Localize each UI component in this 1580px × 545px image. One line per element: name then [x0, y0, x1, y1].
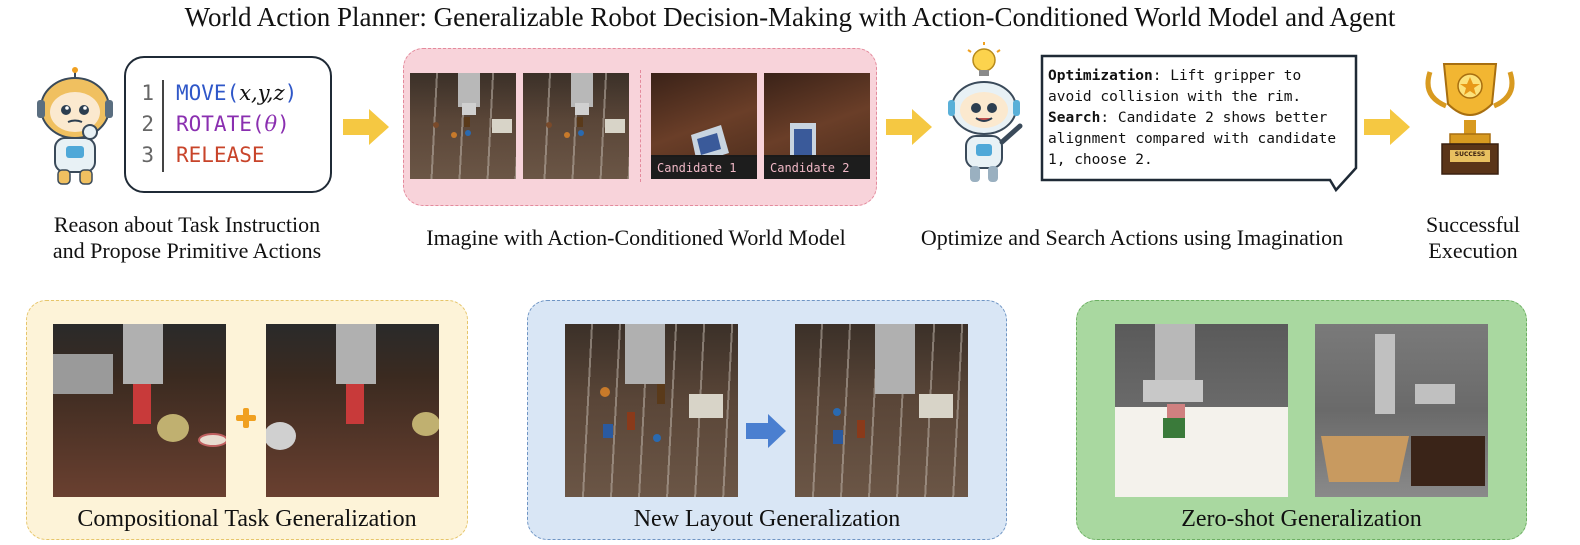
sim-frame-1 — [410, 73, 516, 179]
candidate-2-label: Candidate 2 — [764, 157, 870, 179]
optimization-label: Optimization — [1048, 68, 1153, 84]
candidate-2-frame: Candidate 2 — [764, 73, 870, 179]
trophy-icon — [1425, 63, 1515, 175]
robot-idea-icon — [948, 42, 1023, 182]
right-arrow-icon — [746, 414, 786, 448]
code-line-move: MOVE(x,y,z) — [176, 81, 298, 105]
lightbulb-icon — [967, 42, 1001, 76]
agent-reasoning-text: Optimization: Lift gripper to avoid coll… — [1048, 66, 1348, 171]
caption-zeroshot: Zero-shot Generalization — [1181, 506, 1422, 532]
sim-frame-2 — [523, 73, 629, 179]
code-line-release: RELEASE — [176, 143, 265, 167]
right-arrow-icon — [886, 109, 932, 145]
code-gutter-divider — [162, 80, 164, 172]
zeroshot-frame-1 — [1115, 324, 1288, 497]
speech-bubble-shape — [1040, 54, 1358, 193]
right-arrow-icon — [343, 109, 389, 145]
trophy-plaque: SUCCESS — [1454, 151, 1486, 158]
caption-imagine: Imagine with Action-Conditioned World Mo… — [426, 225, 846, 250]
layout-frame-1 — [565, 324, 738, 497]
compositional-frame-2 — [266, 324, 439, 497]
candidate-1-label: Candidate 1 — [651, 157, 757, 179]
panel-divider — [640, 70, 641, 182]
zeroshot-frame-2 — [1315, 324, 1488, 497]
optimization-text: : Lift gripper to avoid collision with t… — [1048, 68, 1302, 105]
figure-title: World Action Planner: Generalizable Robo… — [184, 2, 1396, 32]
search-label: Search — [1048, 110, 1101, 126]
action-code-box: 1 2 3 MOVE(x,y,z) ROTATE(θ) RELEASE — [124, 56, 332, 193]
caption-reason: Reason about Task Instruction and Propos… — [52, 212, 322, 263]
code-lines: MOVE(x,y,z) ROTATE(θ) RELEASE — [176, 78, 297, 171]
candidate-1-frame: Candidate 1 — [651, 73, 757, 179]
caption-optimize: Optimize and Search Actions using Imagin… — [920, 225, 1344, 250]
caption-compositional: Compositional Task Generalization — [77, 506, 417, 532]
code-line-rotate: ROTATE(θ) — [176, 112, 290, 136]
code-line-numbers: 1 2 3 — [141, 81, 154, 167]
caption-success: Successful Execution — [1425, 212, 1521, 263]
layout-frame-2 — [795, 324, 968, 497]
robot-thinking-icon — [37, 67, 113, 185]
caption-layout: New Layout Generalization — [633, 506, 901, 532]
compositional-frame-1 — [53, 324, 226, 497]
plus-icon — [236, 408, 256, 428]
right-arrow-icon — [1364, 109, 1410, 145]
search-text: : Candidate 2 shows better alignment com… — [1048, 110, 1337, 168]
